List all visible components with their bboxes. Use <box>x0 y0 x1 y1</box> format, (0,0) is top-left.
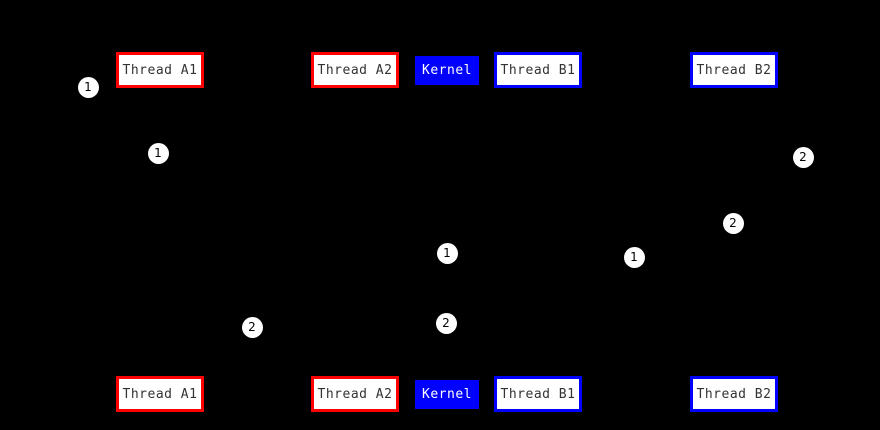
participant-label: Thread B1 <box>500 386 576 402</box>
participant-footer-thread-b2[interactable]: Thread B2 <box>690 376 778 412</box>
participant-header-thread-a1[interactable]: Thread A1 <box>116 52 204 88</box>
lifeline-thread-a2 <box>355 88 356 376</box>
message-line-3 <box>447 255 538 256</box>
lifeline-kernel <box>447 85 448 380</box>
sequence-badge: 1 <box>436 242 458 264</box>
sequence-badge: 2 <box>792 146 814 168</box>
sequence-badge: 2 <box>722 212 744 234</box>
participant-header-thread-b1[interactable]: Thread B1 <box>494 52 582 88</box>
participant-footer-thread-a1[interactable]: Thread A1 <box>116 376 204 412</box>
participant-label: Thread A2 <box>317 62 393 78</box>
sequence-badge-number: 1 <box>84 80 92 94</box>
sequence-badge-number: 2 <box>799 150 807 164</box>
sequence-badge-number: 1 <box>443 246 451 260</box>
participant-label: Kernel <box>422 387 472 402</box>
lifeline-thread-b1 <box>538 88 539 376</box>
participant-label: Thread A1 <box>122 386 198 402</box>
sequence-badge-number: 1 <box>154 146 162 160</box>
sequence-badge: 2 <box>241 316 263 338</box>
lifeline-thread-a1 <box>160 88 161 376</box>
sequence-badge: 1 <box>623 246 645 268</box>
participant-footer-thread-a2[interactable]: Thread A2 <box>311 376 399 412</box>
participant-label: Kernel <box>422 63 472 78</box>
sequence-badge: 1 <box>77 76 99 98</box>
participant-footer-kernel[interactable]: Kernel <box>415 380 479 409</box>
participant-header-kernel[interactable]: Kernel <box>415 56 479 85</box>
sequence-badge-number: 2 <box>248 320 256 334</box>
participant-footer-thread-b1[interactable]: Thread B1 <box>494 376 582 412</box>
participant-header-thread-b2[interactable]: Thread B2 <box>690 52 778 88</box>
sequence-badge-number: 2 <box>442 316 450 330</box>
participant-label: Thread B2 <box>696 62 772 78</box>
participant-label: Thread B1 <box>500 62 576 78</box>
participant-label: Thread A2 <box>317 386 393 402</box>
sequence-badge-number: 1 <box>630 250 638 264</box>
sequence-badge-number: 2 <box>729 216 737 230</box>
sequence-badge: 1 <box>147 142 169 164</box>
participant-label: Thread B2 <box>696 386 772 402</box>
participant-header-thread-a2[interactable]: Thread A2 <box>311 52 399 88</box>
sequence-badge: 2 <box>435 312 457 334</box>
participant-label: Thread A1 <box>122 62 198 78</box>
